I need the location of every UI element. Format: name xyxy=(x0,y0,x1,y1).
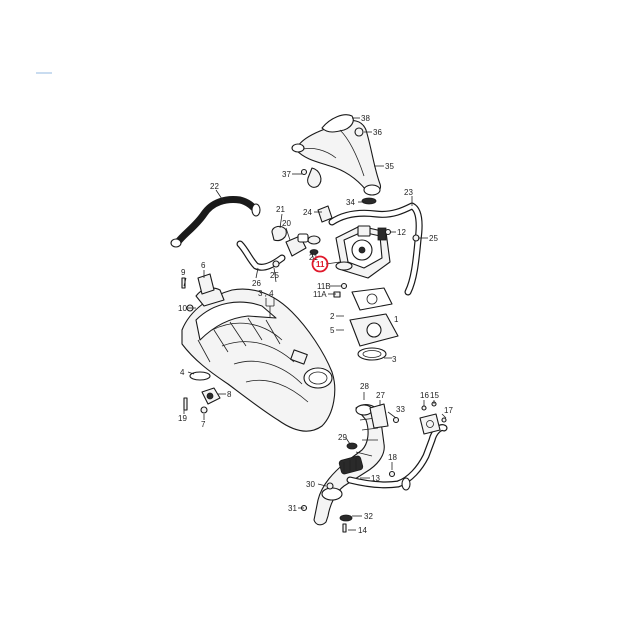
callout-6: 6 xyxy=(201,261,206,270)
sensor-8 xyxy=(201,387,221,405)
callout-11B: 11B xyxy=(317,282,331,291)
part-7 xyxy=(200,406,208,414)
bolt-12 xyxy=(384,228,392,236)
egr-cooler-pipe xyxy=(313,404,385,526)
callout-16: 16 xyxy=(420,391,429,400)
clamp-32 xyxy=(339,514,353,522)
callout-23: 23 xyxy=(404,188,413,197)
callout-29: 29 xyxy=(338,433,347,442)
callout-38: 38 xyxy=(361,114,370,123)
callout-13: 13 xyxy=(371,474,380,483)
flange-5 xyxy=(349,313,399,347)
callout-9: 9 xyxy=(181,268,186,277)
callout-21-lower: 21 xyxy=(309,253,318,262)
connector-21-lower xyxy=(307,235,321,255)
callout-1: 1 xyxy=(394,315,399,324)
highlight-ring xyxy=(311,255,329,273)
callout-34: 34 xyxy=(346,198,355,207)
callout-24: 24 xyxy=(303,208,312,217)
callout-27: 27 xyxy=(376,391,385,400)
callout-33: 33 xyxy=(396,405,405,414)
bolt-17 xyxy=(441,417,447,423)
clamp-29 xyxy=(346,442,358,450)
callout-37: 37 xyxy=(282,170,291,179)
callout-20: 20 xyxy=(282,219,291,228)
callout-14: 14 xyxy=(358,526,367,535)
bracket-27 xyxy=(369,403,389,429)
part-11B xyxy=(340,282,348,290)
callout-15: 15 xyxy=(430,391,439,400)
callout-25-left: 25 xyxy=(270,271,279,280)
metal-pipe-13 xyxy=(346,413,448,491)
leader-lines xyxy=(183,117,447,531)
bolt-16 xyxy=(421,405,427,411)
callout-18: 18 xyxy=(388,453,397,462)
callout-22: 22 xyxy=(210,182,219,191)
seal-4 xyxy=(189,371,211,381)
callout-11A: 11A xyxy=(313,290,327,299)
clip-21-upper xyxy=(271,225,287,242)
callout-labels: 38 36 35 37 34 23 22 24 21 20 12 25 26 9… xyxy=(178,114,453,535)
bolt-33 xyxy=(392,416,400,424)
clamp-24 xyxy=(317,205,333,223)
valve-20 xyxy=(285,233,309,257)
screw-37 xyxy=(300,168,308,176)
callout-32: 32 xyxy=(364,512,373,521)
callout-30: 30 xyxy=(306,480,315,489)
callout-10: 10 xyxy=(178,304,187,313)
callout-3: 3 xyxy=(392,355,397,364)
clip-25 xyxy=(272,260,280,268)
bracket-6 xyxy=(197,273,215,295)
callout-36: 36 xyxy=(373,128,382,137)
callout-2: 2 xyxy=(330,312,335,321)
callout-5: 5 xyxy=(330,326,335,335)
callout-3-4: 3 , 4 xyxy=(258,289,274,298)
callout-28: 28 xyxy=(360,382,369,391)
hose-22 xyxy=(170,196,261,248)
callout-31: 31 xyxy=(288,504,297,513)
intake-manifold xyxy=(181,287,336,432)
bolt-19 xyxy=(183,397,188,411)
part-11A xyxy=(333,291,341,298)
crankcase-vent-pipe xyxy=(291,114,382,196)
callout-19: 19 xyxy=(178,414,187,423)
callout-4: 4 xyxy=(180,368,185,377)
callout-35: 35 xyxy=(385,162,394,171)
callout-25-right: 25 xyxy=(429,234,438,243)
screw-18 xyxy=(388,470,396,478)
callout-21-upper: 21 xyxy=(276,205,285,214)
callout-8: 8 xyxy=(227,390,232,399)
gasket-3 xyxy=(357,347,387,361)
clamp-36 xyxy=(354,127,364,137)
callout-17: 17 xyxy=(444,406,453,415)
clamp-30 xyxy=(326,482,334,490)
callout-11-highlighted: 11 xyxy=(316,260,325,269)
callout-26: 26 xyxy=(252,279,261,288)
callout-7: 7 xyxy=(201,420,206,429)
gasket-2 xyxy=(351,287,393,311)
bolt-14 xyxy=(342,523,347,533)
clamp-34 xyxy=(361,197,377,205)
page-artifact xyxy=(36,72,52,74)
egr-valve-1 xyxy=(335,225,391,279)
callout-12: 12 xyxy=(397,228,406,237)
